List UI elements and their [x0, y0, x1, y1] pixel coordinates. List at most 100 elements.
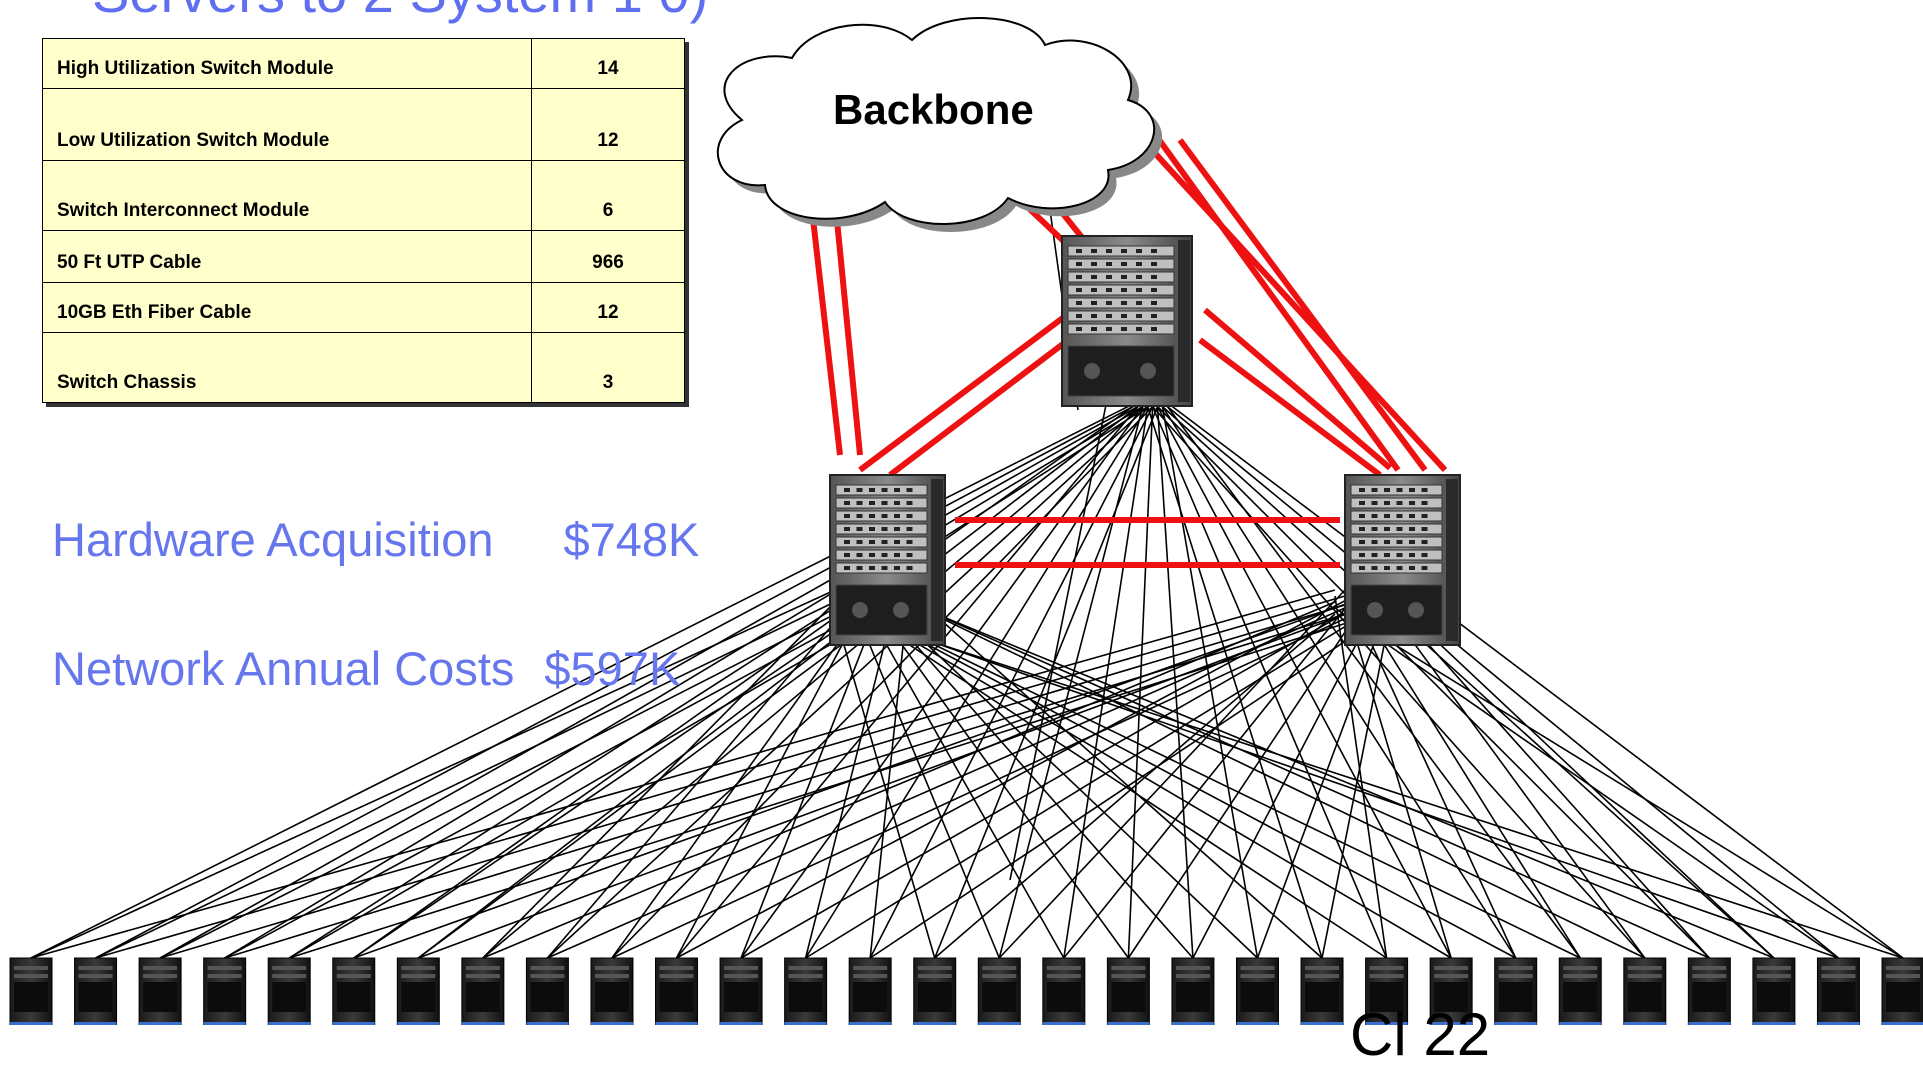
uplink-cable [809, 209, 843, 456]
server-drive-bay [530, 966, 565, 970]
server-tower-icon [1235, 957, 1279, 1025]
server-tower-icon [590, 957, 634, 1025]
switch-port [1136, 288, 1142, 292]
switch-port [869, 501, 875, 505]
switch-port [1384, 566, 1390, 570]
uplink-cable [1203, 307, 1392, 471]
access-link [870, 613, 1581, 959]
switch-port [1421, 566, 1428, 570]
server-drive-bay [1369, 974, 1404, 978]
switch-port [1421, 501, 1428, 505]
server-drive-bay [1498, 966, 1533, 970]
switch-port [1384, 501, 1390, 505]
server-tower-icon [913, 957, 957, 1025]
backbone-uplinks [809, 112, 1448, 478]
access-link [224, 607, 872, 959]
switch-port [906, 488, 913, 492]
access-link [1160, 397, 1259, 959]
server-tower-icon [461, 957, 505, 1025]
server-drive-bay [659, 974, 694, 978]
switch-port [1106, 288, 1112, 292]
access-link [159, 601, 1356, 959]
switch-port [906, 553, 913, 557]
cost-value: $597K [544, 642, 681, 695]
server-grille [917, 982, 952, 1012]
server-grille [594, 982, 629, 1012]
switch-port [906, 540, 913, 544]
access-link [159, 397, 1154, 959]
switch-port [1076, 262, 1082, 266]
switch-port [881, 514, 888, 518]
server-grille [1240, 982, 1275, 1012]
server-grille [272, 982, 307, 1012]
switch-port [881, 553, 888, 557]
access-link [30, 589, 1336, 959]
cost-row-hardware: Hardware Acquisition $748K [52, 516, 699, 563]
switch-port [844, 553, 850, 557]
server-grille [207, 982, 242, 1012]
server-base-highlight [1171, 1022, 1214, 1025]
switch-port [881, 566, 888, 570]
server-drive-bay [659, 966, 694, 970]
access-link [933, 397, 1162, 959]
switch-port [856, 527, 863, 531]
switch-port [1396, 527, 1403, 531]
server-drive-bay [336, 966, 371, 970]
server-base-highlight [1752, 1022, 1795, 1025]
server-drive-bay [1305, 974, 1340, 978]
network-diagram [9, 17, 1923, 1025]
server-drive-bay [853, 974, 888, 978]
server-base-highlight [590, 1022, 633, 1025]
switch-port [1091, 249, 1097, 253]
item-cell: High Utilization Switch Module [42, 38, 532, 89]
server-tower-icon [1881, 957, 1923, 1025]
access-link [846, 613, 1904, 959]
server-grille [1498, 982, 1533, 1012]
switch-port [1359, 501, 1365, 505]
server-tower-icon [1300, 957, 1344, 1025]
server-drive-bay [401, 966, 436, 970]
server-drive-bay [917, 966, 952, 970]
switch-interconnects [955, 517, 1340, 568]
access-link [1394, 601, 1775, 959]
switches [829, 235, 1461, 646]
switch-side-panel [1446, 479, 1458, 641]
server-drive-bay [594, 974, 629, 978]
server-base-highlight [397, 1022, 440, 1025]
access-link [740, 595, 884, 959]
switch-port [1121, 288, 1127, 292]
cost-summary: Hardware Acquisition $748K Network Annua… [52, 432, 699, 733]
server-grille [1175, 982, 1210, 1012]
server-drive-bay [401, 974, 436, 978]
switch-port [1359, 566, 1365, 570]
uplink-cable [1198, 337, 1382, 478]
switch-port [1091, 262, 1097, 266]
server-drive-bay [207, 974, 242, 978]
access-link [417, 397, 1150, 959]
switch-port [894, 566, 900, 570]
access-link [547, 607, 1346, 959]
switch-port [869, 540, 875, 544]
server-drive-bay [14, 974, 48, 978]
access-link [1063, 397, 1150, 959]
switch-port [1421, 540, 1428, 544]
uplink-cable [1117, 112, 1448, 473]
switch-port [844, 566, 850, 570]
switch-port [1409, 553, 1415, 557]
server-grille [1886, 982, 1920, 1012]
access-link [846, 601, 1452, 959]
server-base-highlight [526, 1022, 569, 1025]
switch-port [1121, 249, 1127, 253]
server-tower-icon [1816, 957, 1860, 1025]
access-link [894, 595, 1710, 959]
switch-side-panel [1178, 240, 1190, 402]
access-link [1063, 595, 1356, 959]
server-grille [788, 982, 823, 1012]
server-drive-bay [1756, 974, 1791, 978]
switch-power-supply [1067, 345, 1175, 397]
access-link [159, 601, 860, 959]
server-grille [1821, 982, 1856, 1012]
server-base-highlight [784, 1022, 827, 1025]
